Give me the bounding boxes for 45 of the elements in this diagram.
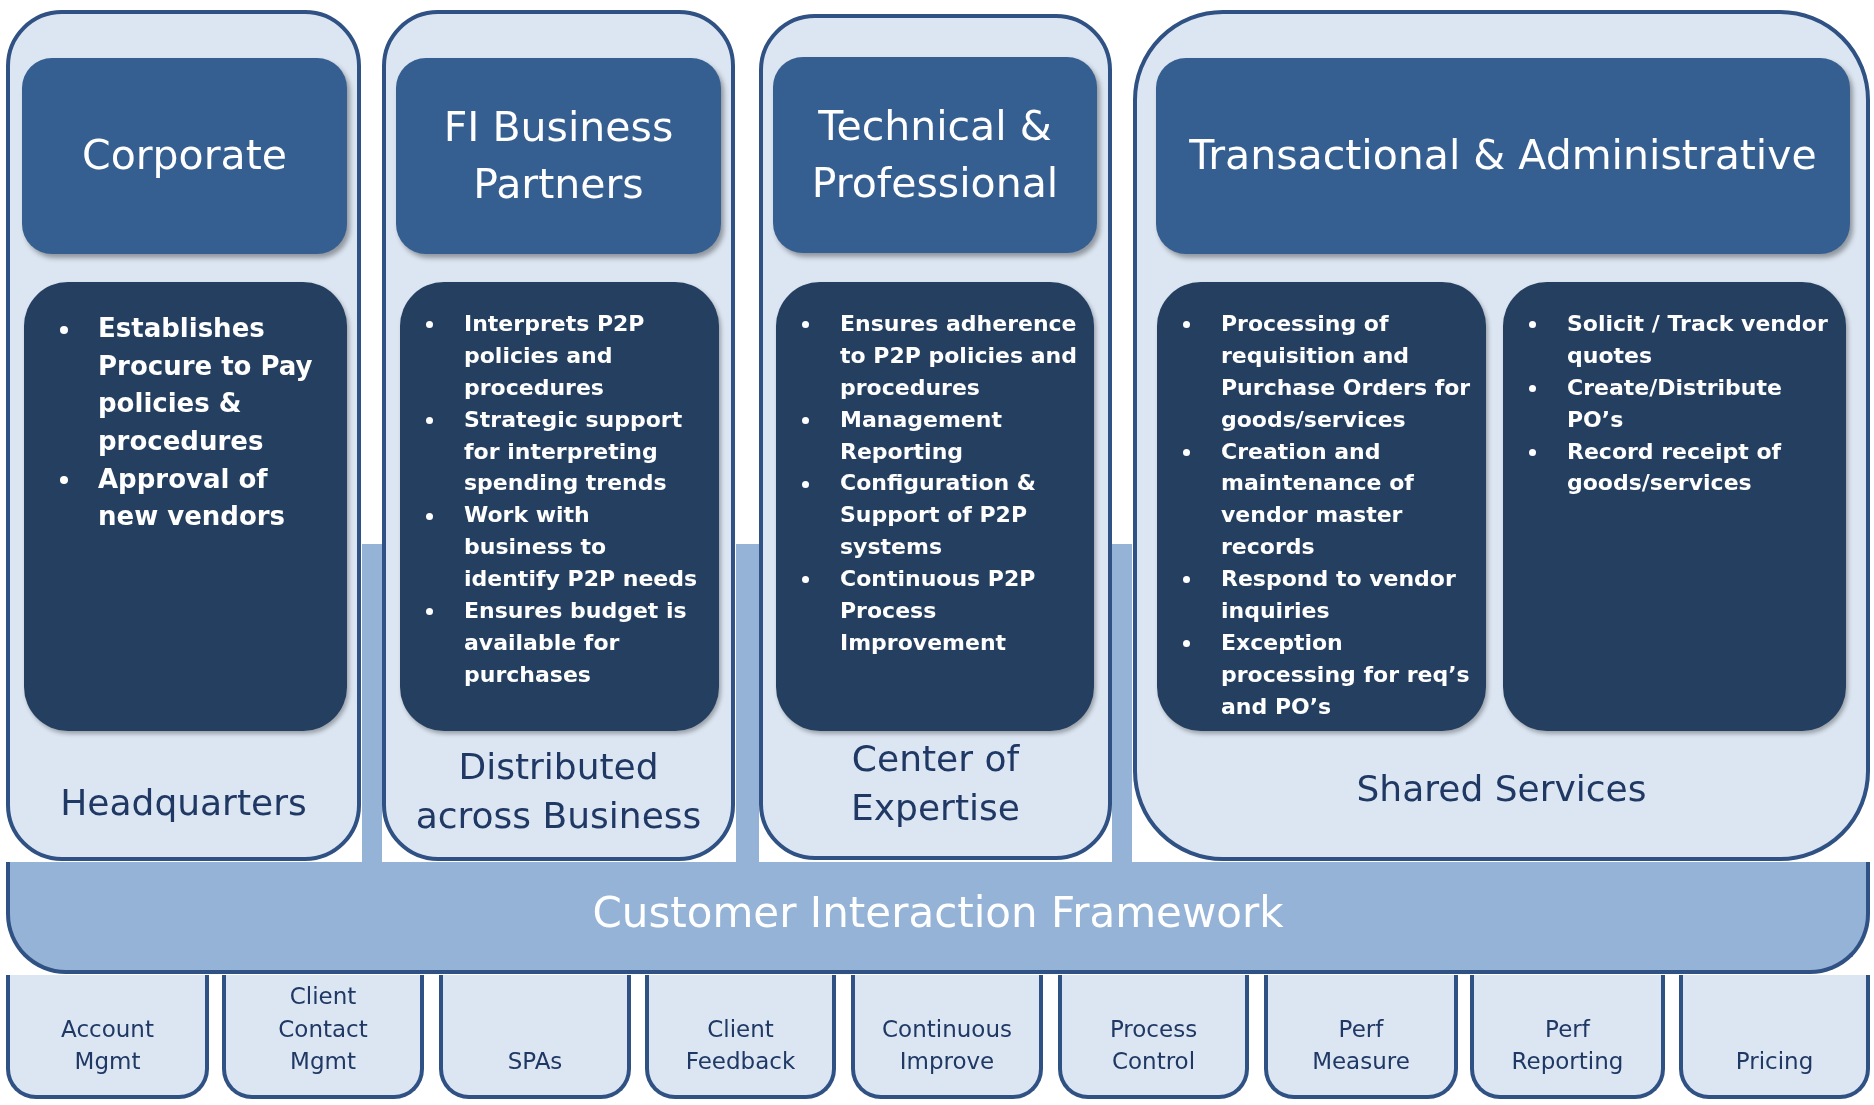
column-panel <box>382 10 735 861</box>
bullet-text: Record receipt of goods/services <box>1567 438 1782 496</box>
heading-box: Technical & Professional <box>773 57 1097 253</box>
description-panel <box>776 282 1094 731</box>
column-label: Center of Expertise <box>850 737 1021 830</box>
bullet-text: Establishes Procure to Pay policies & procedures <box>98 313 313 457</box>
tab-box: Process Control <box>1058 975 1249 1099</box>
tab-box: Perf Reporting <box>1470 975 1665 1099</box>
column-label: Distributed across Business <box>414 745 703 838</box>
tab-box: Continuous Improve <box>851 975 1043 1099</box>
column-panel <box>6 10 361 861</box>
heading-box: Transactional & Administrative <box>1156 58 1850 254</box>
bullet-text: Approval of new vendors <box>98 463 286 532</box>
bullet-text: Create/Distribute PO’s <box>1567 374 1782 432</box>
framework-band <box>6 862 1870 974</box>
bullet-text: Exception processing for req’s and PO’s <box>1221 629 1470 719</box>
tab-box: Pricing <box>1679 975 1870 1099</box>
bullet-text: Processing of requisition and Purchase Orders for goods/services <box>1221 311 1471 432</box>
tab-box: SPAs <box>439 975 631 1099</box>
description-panel <box>24 282 347 731</box>
description-panel <box>1503 282 1846 731</box>
tab-box: Account Mgmt <box>6 975 209 1099</box>
tab-box: Client Contact Mgmt <box>222 975 424 1099</box>
bullet-text: Ensures budget is available for purchases <box>464 598 687 687</box>
bullet-text: Work with business to identify P2P needs <box>464 502 698 592</box>
tab-box: Client Feedback <box>645 975 836 1099</box>
column-label: Headquarters <box>59 781 308 825</box>
bullet-text: Respond to vendor inquiries <box>1221 566 1456 623</box>
bullet-text: Management Reporting <box>840 406 1002 464</box>
bullet-text: Solicit / Track vendor quotes <box>1567 311 1828 368</box>
bullet-text: Ensures adherence to P2P policies and procedures <box>840 311 1077 400</box>
column-panel <box>1133 10 1870 861</box>
column-panel <box>759 14 1112 860</box>
tab-box: Perf Measure <box>1264 975 1458 1099</box>
bullet-text: Creation and maintenance of vendor master records <box>1221 438 1414 560</box>
description-panel <box>1157 282 1486 731</box>
bullet-text: Strategic support for interpreting spending trends <box>464 406 683 496</box>
column-label: Shared Services <box>1355 767 1648 811</box>
description-panel <box>400 282 719 731</box>
heading-box: FI Business Partners <box>396 58 721 254</box>
bullet-text: Continuous P2P Process Improvement <box>840 566 1036 655</box>
heading-box: Corporate <box>22 58 347 254</box>
bullet-text: Configuration & Support of P2P systems <box>840 470 1036 560</box>
bullet-text: Interprets P2P policies and procedures <box>464 311 645 400</box>
framework-label: Customer Interaction Framework <box>591 888 1285 937</box>
